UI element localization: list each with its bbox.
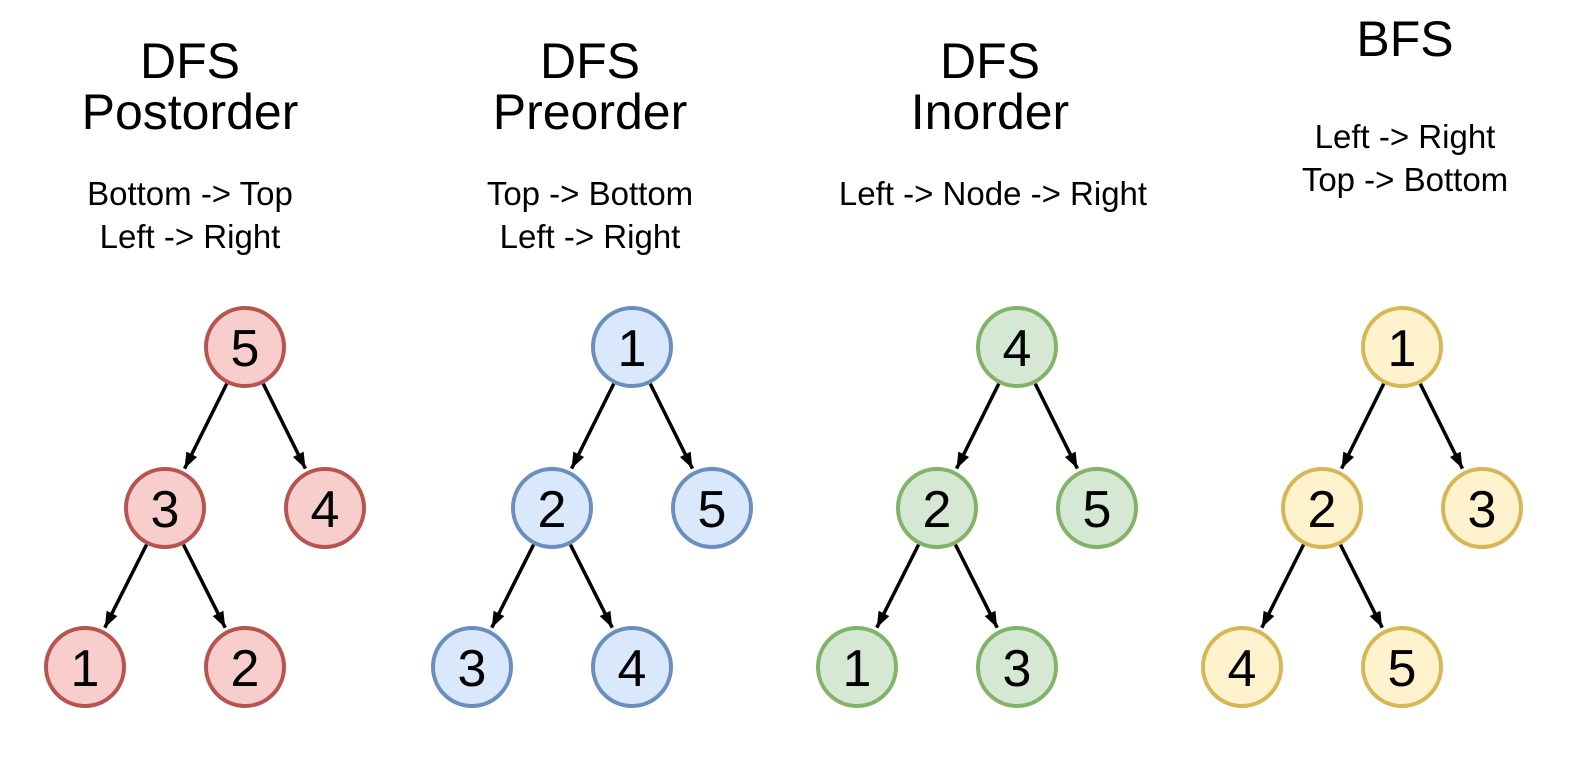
tree-edge-arrow [1418, 382, 1464, 470]
tree-edge-arrow [261, 382, 307, 470]
tree-node-circle [591, 306, 673, 388]
panel-subtitle-line: Left -> Right [99, 218, 281, 255]
tree-edge-arrow [648, 382, 694, 470]
tree-node-circle [1201, 626, 1283, 708]
tree-node-circle [976, 306, 1058, 388]
panel-title-line: Postorder [81, 84, 299, 140]
tree-node-circle [1281, 467, 1363, 549]
tree-node-label: 1 [843, 640, 872, 698]
tree-node-circle [1361, 306, 1443, 388]
tree-edge-arrow [953, 543, 999, 629]
tree-node-circle [204, 306, 286, 388]
tree-node-circle [44, 626, 126, 708]
panel-subtitle-line: Left -> Right [499, 218, 681, 255]
panel-subtitle-bfs: Left -> Right Top -> Bottom [1105, 115, 1580, 201]
panel-title-dfs-postorder: DFS Postorder [0, 36, 490, 138]
tree-node-circle [124, 467, 206, 549]
panel-title-line: DFS [940, 33, 1040, 89]
tree-node-label: 4 [618, 640, 647, 698]
tree-node-circle [1361, 626, 1443, 708]
panel-subtitle-line: Bottom -> Top [87, 175, 293, 212]
tree-node-label: 5 [1083, 481, 1112, 539]
panel-title-dfs-inorder: DFS Inorder [690, 36, 1290, 138]
tree-node-label: 3 [151, 481, 180, 539]
panel-title-line: DFS [140, 33, 240, 89]
panel-title-dfs-preorder: DFS Preorder [290, 36, 890, 138]
tree-node-label: 2 [923, 481, 952, 539]
tree-edge-arrow [1340, 382, 1386, 470]
tree-edge-arrow [490, 543, 536, 629]
tree-node-label: 3 [1468, 481, 1497, 539]
tree-node-label: 5 [231, 320, 260, 378]
tree-node-label: 3 [458, 640, 487, 698]
panel-subtitle-line: Left -> Node -> Right [838, 175, 1148, 212]
tree-node-label: 2 [231, 640, 260, 698]
panel-title-line: Inorder [910, 84, 1070, 140]
tree-node-label: 3 [1003, 640, 1032, 698]
tree-node-circle [431, 626, 513, 708]
panel-subtitle-dfs-preorder: Top -> Bottom Left -> Right [290, 172, 890, 258]
tree-node-label: 5 [1388, 640, 1417, 698]
panel-subtitle-line: Top -> Bottom [486, 175, 694, 212]
tree-node-circle [284, 467, 366, 549]
panel-title-line: DFS [540, 33, 640, 89]
tree-edge-arrow [570, 382, 616, 470]
panel-subtitle-dfs-inorder: Left -> Node -> Right [693, 172, 1293, 215]
tree-node-label: 4 [1228, 640, 1257, 698]
panel-subtitle-line: Left -> Right [1314, 118, 1496, 155]
tree-node-circle [511, 467, 593, 549]
panel-title-line: BFS [1356, 11, 1454, 67]
tree-edge-arrow [1338, 543, 1384, 629]
tree-node-label: 5 [698, 481, 727, 539]
tree-node-label: 1 [618, 320, 647, 378]
tree-edge-arrow [181, 543, 227, 629]
tree-node-circle [671, 467, 753, 549]
tree-node-label: 4 [311, 481, 340, 539]
tree-node-circle [204, 626, 286, 708]
tree-node-label: 1 [71, 640, 100, 698]
tree-node-label: 2 [538, 481, 567, 539]
tree-node-circle [1056, 467, 1138, 549]
tree-edge-arrow [1033, 382, 1079, 470]
panel-title-bfs: BFS [1105, 14, 1580, 65]
tree-edge-arrow [568, 543, 614, 629]
tree-edge-arrow [955, 382, 1001, 470]
tree-node-label: 2 [1308, 481, 1337, 539]
panel-subtitle-dfs-postorder: Bottom -> Top Left -> Right [0, 172, 490, 258]
tree-node-label: 1 [1388, 320, 1417, 378]
tree-edge-arrow [875, 543, 921, 629]
tree-node-circle [976, 626, 1058, 708]
panel-subtitle-line: Top -> Bottom [1301, 161, 1509, 198]
tree-edge-arrow [183, 382, 229, 470]
tree-edge-arrow [1260, 543, 1306, 629]
tree-node-circle [1441, 467, 1523, 549]
tree-node-circle [896, 467, 978, 549]
tree-edge-arrow [103, 543, 149, 629]
tree-node-label: 4 [1003, 320, 1032, 378]
tree-node-circle [816, 626, 898, 708]
tree-node-circle [591, 626, 673, 708]
panel-title-line: Preorder [492, 84, 688, 140]
